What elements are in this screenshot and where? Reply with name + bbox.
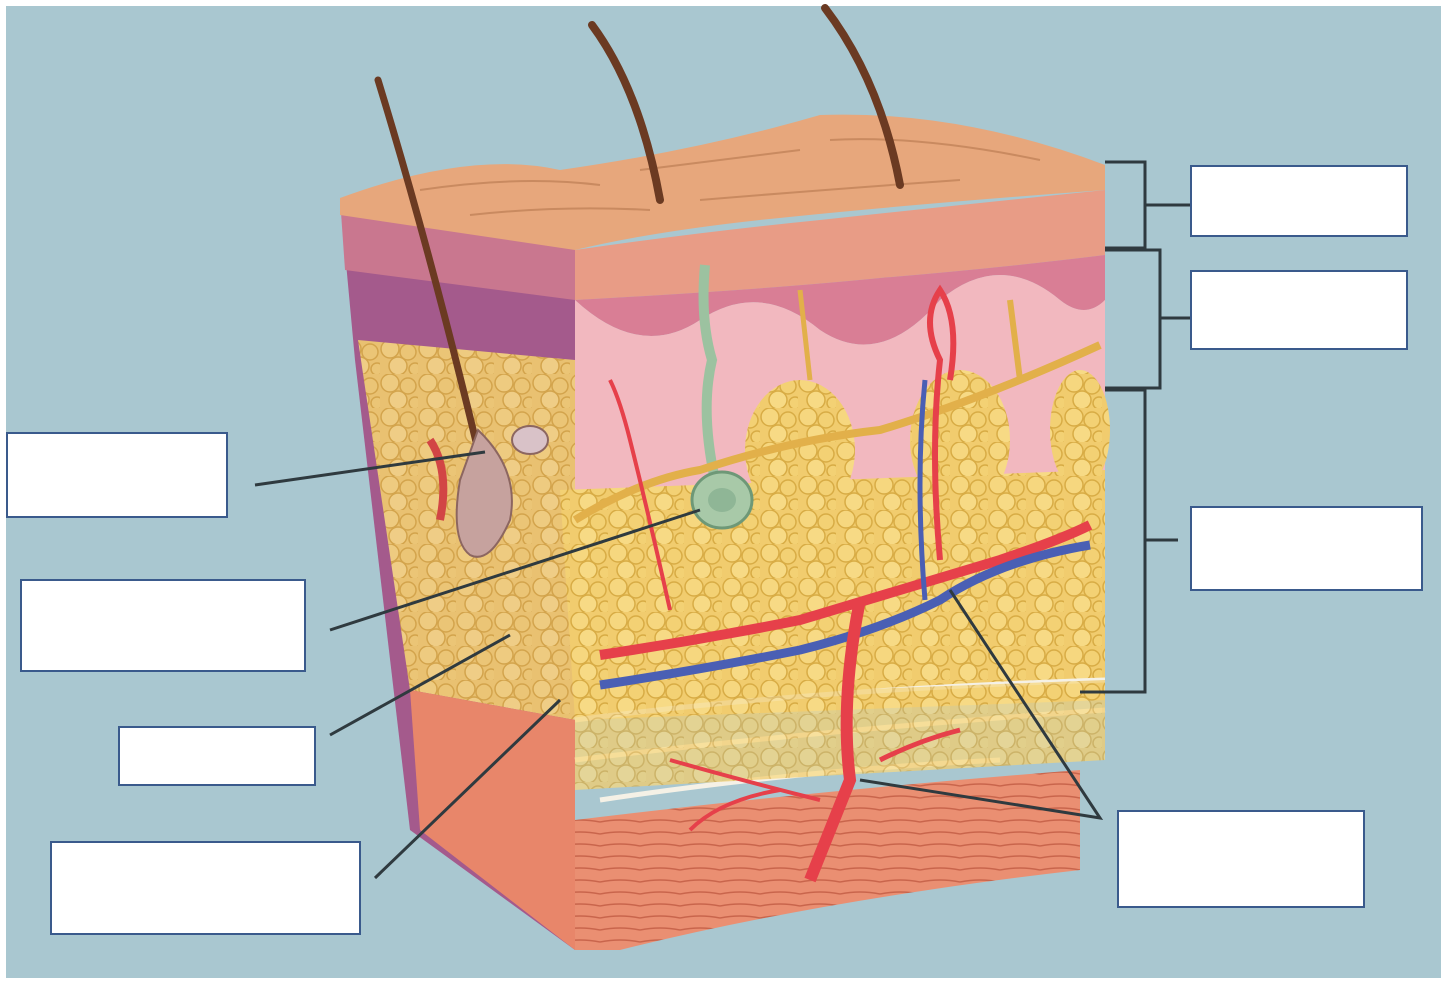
label-box-adipose-tissue[interactable] xyxy=(118,726,316,786)
fat-lobule xyxy=(1050,370,1110,490)
label-box-hypodermis[interactable] xyxy=(1190,506,1423,591)
label-box-hair-follicle[interactable] xyxy=(6,432,228,518)
label-box-connective-tissue[interactable] xyxy=(50,841,361,935)
label-box-epidermis[interactable] xyxy=(1190,165,1408,237)
sebaceous-gland xyxy=(512,426,548,454)
sweat-gland-core xyxy=(708,488,736,512)
label-box-blood-vessels[interactable] xyxy=(1117,810,1365,908)
label-box-sweat-gland[interactable] xyxy=(20,579,306,672)
label-box-dermis[interactable] xyxy=(1190,270,1408,350)
